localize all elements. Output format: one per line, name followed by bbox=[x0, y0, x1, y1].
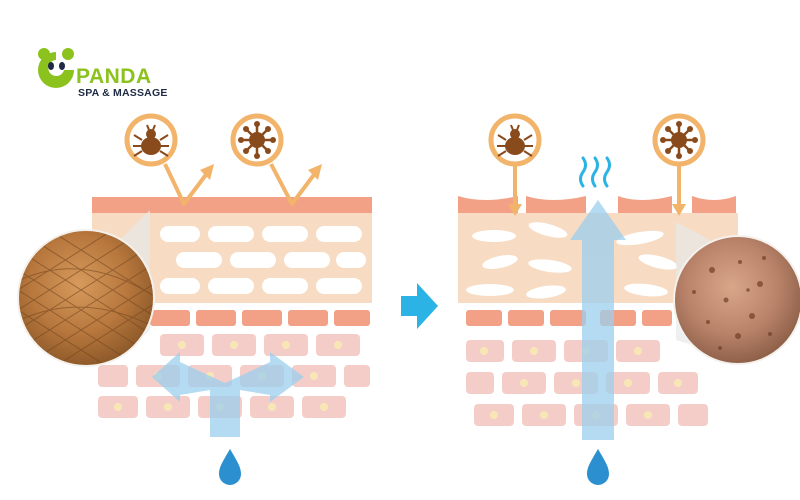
brand-name: PANDA bbox=[76, 65, 152, 88]
entry-arrowheads bbox=[508, 204, 686, 216]
water-drop-icon bbox=[219, 449, 241, 485]
reflect-arrowheads bbox=[200, 164, 322, 180]
broken-lipids bbox=[466, 222, 678, 299]
stratum-band bbox=[92, 197, 372, 213]
brand-tagline: SPA & MASSAGE bbox=[78, 87, 168, 99]
virus-icon bbox=[230, 113, 284, 167]
water-drop-icon bbox=[587, 449, 609, 485]
virus-icon bbox=[652, 113, 706, 167]
oily-skin-magnifier bbox=[673, 222, 800, 365]
tick-icon bbox=[124, 113, 178, 167]
entry-arrows bbox=[513, 164, 681, 206]
dry-skin-magnifier bbox=[17, 210, 155, 367]
stratum-scales bbox=[458, 196, 736, 213]
lipid-cells bbox=[160, 226, 366, 294]
water-retained-arrow bbox=[152, 352, 304, 437]
water-escape-arrow bbox=[570, 200, 626, 440]
left-panel-healthy bbox=[17, 113, 372, 485]
cell-grid bbox=[466, 340, 708, 426]
panda-logo-icon bbox=[38, 48, 74, 88]
arrow-right-icon bbox=[401, 283, 438, 329]
basal-row bbox=[150, 310, 370, 326]
right-panel-damaged bbox=[458, 113, 800, 485]
tick-icon bbox=[488, 113, 542, 167]
steam-icon bbox=[579, 156, 611, 188]
basal-row bbox=[466, 310, 672, 326]
reflect-arrows bbox=[163, 163, 318, 206]
brand-logo: PANDA SPA & MASSAGE bbox=[34, 44, 167, 106]
